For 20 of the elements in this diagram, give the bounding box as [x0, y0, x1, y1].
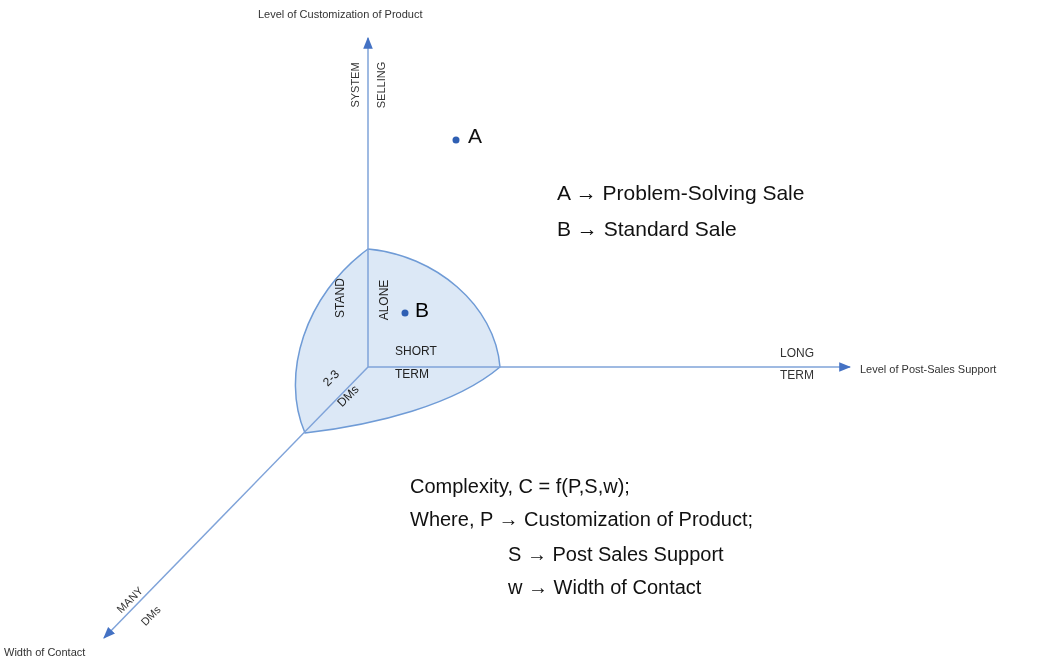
axis-end-label: TERM [780, 369, 814, 381]
formula-text: w → Width of Contact [508, 577, 702, 597]
axis-title: Level of Customization of Product [258, 9, 423, 20]
legend-text: A → Problem-Solving Sale [557, 182, 805, 203]
region-label: ALONE [378, 279, 390, 321]
region-label: TERM [395, 368, 429, 380]
formula-text: Where, P → Customization of Product; [410, 509, 754, 529]
axis-end-label: SELLING [375, 61, 387, 109]
point-label: A [468, 125, 482, 146]
axis-end-label: LONG [780, 347, 814, 359]
axis-title: Width of Contact [4, 647, 86, 658]
formula-text: Complexity, C = f(P,S,w); [410, 476, 630, 496]
axis-end-label: SYSTEM [349, 62, 361, 108]
point-label: B [415, 299, 429, 320]
region-label: STAND [334, 278, 346, 318]
legend-text: B → Standard Sale [557, 218, 737, 239]
formula-text: S → Post Sales Support [508, 544, 724, 564]
axis-title: Level of Post-Sales Support [860, 364, 997, 375]
region-label: SHORT [395, 345, 437, 357]
region-label: 2-3 [320, 367, 342, 389]
